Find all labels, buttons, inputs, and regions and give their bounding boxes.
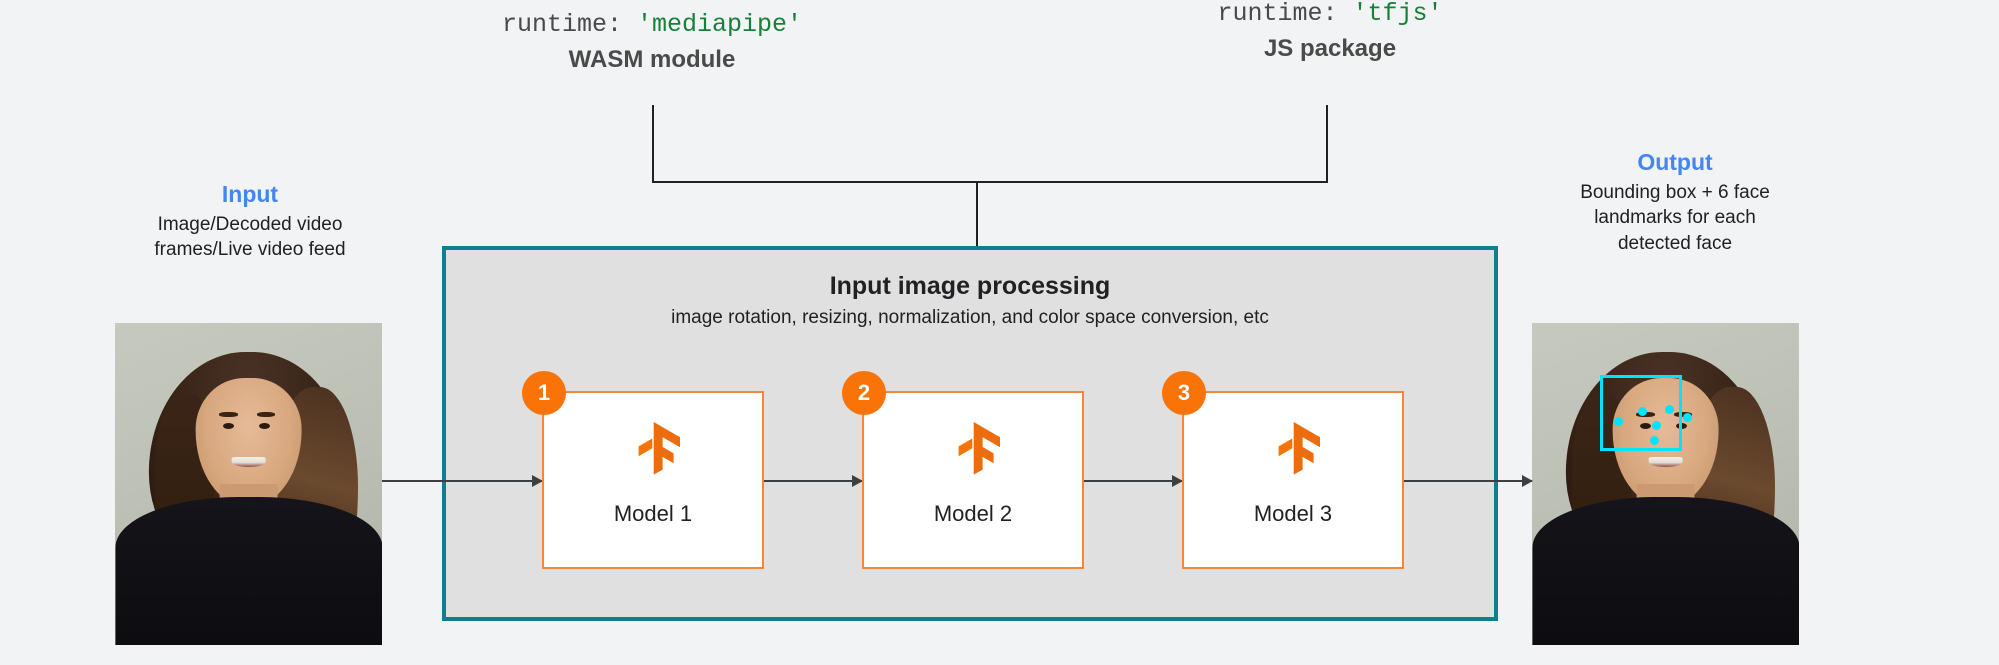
runtime-code-prefix: runtime: [1217,0,1353,28]
face-landmark-ear-right [1683,413,1692,422]
runtime-label-mediapipe: runtime: 'mediapipe' WASM module [452,10,852,74]
photo-eyebrow-right [256,411,276,417]
photo-torso [1532,496,1799,645]
runtime-code-mediapipe: runtime: 'mediapipe' [452,10,852,39]
runtime-code-tfjs: runtime: 'tfjs' [1130,0,1530,28]
face-landmark-eye-left [1638,407,1647,416]
tensorflow-logo-icon [638,422,680,484]
model-badge-2: 2 [842,371,886,415]
photo-torso [115,496,382,645]
runtime-subtitle-wasm: WASM module [568,46,736,73]
model-badge-1: 1 [522,371,566,415]
runtime-code-value: 'tfjs' [1352,0,1443,28]
input-photo [115,323,382,645]
photo-mouth [1648,456,1683,467]
output-title: Output [1637,149,1713,175]
model-label-2: Model 2 [933,501,1013,526]
panel-subtitle: image rotation, resizing, normalization,… [671,307,1269,328]
runtime-subtitle-js: JS package [1263,35,1397,62]
input-title: Input [221,181,279,207]
model-card-3[interactable]: 3 Model 3 [1162,371,1404,569]
face-bounding-box [1600,375,1682,451]
bracket-left-arm [652,105,654,183]
arrow-input-to-model1 [382,475,543,487]
output-photo [1532,323,1799,645]
runtime-label-tfjs: runtime: 'tfjs' JS package [1130,0,1530,63]
bracket-right-arm [1326,105,1328,183]
input-description-line2: frames/Live video feed [154,239,346,261]
bracket-stem-to-panel [976,181,978,247]
output-description-line3: detected face [1617,233,1733,255]
photo-eyebrow-right [1673,411,1693,417]
face-landmark-ear-left [1614,417,1623,426]
model-badge-3: 3 [1162,371,1206,415]
photo-eye-right [259,422,271,429]
input-caption: Input Image/Decoded video frames/Live vi… [105,180,395,263]
arrow-model1-to-model2 [764,475,863,487]
output-description-line1: Bounding box + 6 face [1580,181,1770,203]
bracket-horizontal-rail [652,181,1328,183]
photo-eyebrow-left [219,411,238,417]
face-landmark-nose [1652,421,1661,430]
tensorflow-logo-icon [1278,422,1320,484]
tensorflow-logo-icon [958,422,1000,484]
photo-mouth [231,456,266,467]
model-label-3: Model 3 [1253,501,1333,526]
model-card-1[interactable]: 1 Model 1 [522,371,764,569]
photo-eye-left [1640,422,1652,429]
arrow-model2-to-model3 [1084,475,1183,487]
output-description-line2: landmarks for each [1594,207,1756,229]
face-landmark-eye-right [1665,405,1674,414]
model-card-2[interactable]: 2 Model 2 [842,371,1084,569]
runtime-bracket-connector [652,105,1328,183]
model-label-1: Model 1 [613,501,693,526]
face-landmark-mouth [1650,436,1659,445]
input-description-line1: Image/Decoded video [157,213,343,235]
arrow-model3-to-output [1404,475,1533,487]
runtime-code-prefix: runtime: [501,10,637,39]
runtime-code-value: 'mediapipe' [637,10,803,39]
output-caption: Output Bounding box + 6 face landmarks f… [1550,148,1800,257]
panel-title: Input image processing [829,272,1111,300]
photo-eye-left [223,422,235,429]
